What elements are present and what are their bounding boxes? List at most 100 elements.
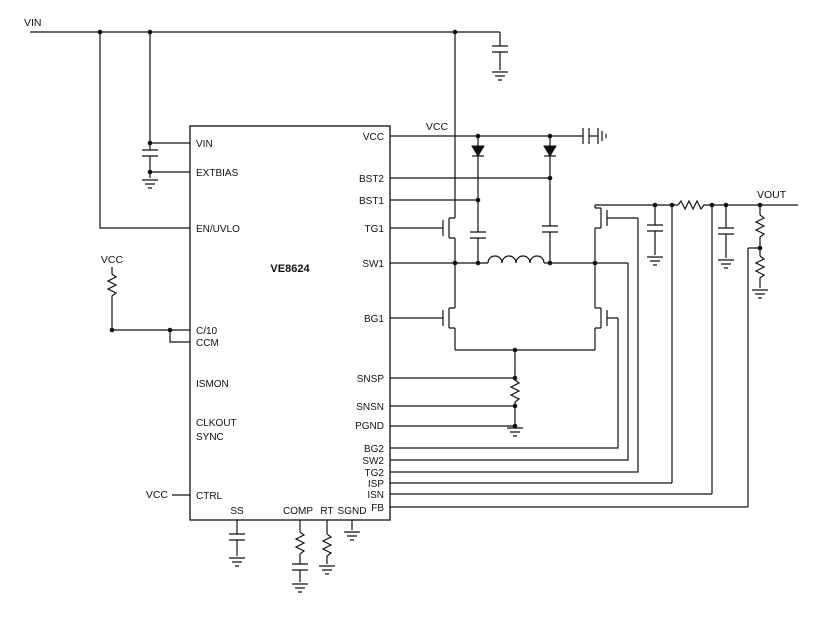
pin-label-bg2: BG2 [364, 444, 384, 455]
ground-symbol [506, 427, 524, 437]
diode [543, 145, 557, 157]
mosfet-tg2 [390, 205, 639, 473]
inductor [487, 255, 545, 264]
net-label-vin: VIN [24, 17, 42, 29]
mosfet-bg2 [390, 263, 619, 449]
sw1-sw2-net [390, 255, 629, 461]
ground-symbol [491, 71, 509, 81]
c10-ccm-wires [111, 298, 190, 343]
pin-label-sw1: SW1 [362, 259, 384, 270]
vcc-bias-network: VCC [101, 254, 190, 343]
capacitor [646, 224, 664, 232]
ground-symbol [318, 565, 336, 575]
mosfet-tg1-shape [390, 217, 456, 263]
capacitor [141, 149, 159, 157]
junction-dot [97, 29, 103, 35]
comp-network [291, 520, 309, 593]
junction-dot [452, 29, 458, 35]
net-label-vout: VOUT [757, 189, 787, 201]
ground-symbol [717, 259, 735, 269]
ground-symbol [646, 256, 664, 266]
junction-dot [547, 133, 553, 139]
sense-resistor [510, 379, 520, 405]
pin-label-sgnd: SGND [338, 506, 367, 517]
pin-label-bst2: BST2 [359, 174, 384, 185]
pin-label-clkout: CLKOUT [196, 418, 237, 429]
ground-symbol [291, 583, 309, 593]
pin-label-vcc: VCC [363, 132, 384, 143]
pin-label-ctrl: CTRL [196, 491, 223, 502]
pin-label-ss: SS [230, 506, 244, 517]
junction-dot [592, 260, 598, 266]
pin-label-pgnd: PGND [355, 421, 384, 432]
junction-dot [723, 202, 729, 208]
pin-label-en-uvlo: EN/UVLO [196, 224, 240, 235]
junction-dot [512, 423, 518, 429]
ground-symbol [343, 531, 361, 541]
junction-dot [547, 260, 553, 266]
resistor [295, 531, 305, 557]
resistor [107, 273, 117, 299]
ss-network [228, 520, 246, 567]
bst2-network [390, 136, 559, 263]
pin-label-bst1: BST1 [359, 196, 384, 207]
pin-label-ismon: ISMON [196, 379, 229, 390]
vin-decoupling-network [141, 149, 190, 189]
net-label-vcc-rail: VCC [426, 121, 449, 133]
pin-label-fb: FB [371, 503, 384, 514]
ground-symbol [228, 557, 246, 567]
pin-label-isn: ISN [367, 490, 384, 501]
pin-label-ccm: CCM [196, 338, 219, 349]
pin-label-vin: VIN [196, 139, 213, 150]
sgnd-network [343, 520, 361, 541]
isn-wire [390, 205, 713, 495]
ground-symbol [597, 127, 607, 145]
pin-label-c10: C/10 [196, 326, 218, 337]
fb-divider [390, 205, 769, 508]
capacitor [228, 533, 246, 541]
mosfet-tg2-shape [390, 205, 639, 473]
junction-dot [452, 260, 458, 266]
feedback-resistor-top [755, 214, 765, 240]
pin-label-snsn: SNSN [356, 402, 384, 413]
junction-dot [652, 202, 658, 208]
isp-isn-wires [390, 205, 713, 495]
capacitor [491, 45, 509, 53]
net-label-vcc-bias: VCC [101, 254, 124, 266]
fb-wires [390, 205, 761, 508]
capacitor [541, 225, 559, 233]
chip-name: VE8624 [270, 263, 310, 275]
sense-wires [390, 350, 516, 428]
bst1-wires [390, 136, 479, 263]
output-sense-resistor [677, 200, 707, 210]
bst1-network [390, 136, 487, 263]
extbias-wire [149, 156, 190, 178]
pin-label-sync: SYNC [196, 432, 224, 443]
pin-label-sw2: SW2 [362, 456, 384, 467]
junction-dot [512, 347, 518, 353]
ic-outline [189, 125, 391, 521]
net-label-vcc-ctrl: VCC [146, 489, 169, 501]
resistor [322, 533, 332, 559]
junction-dot [167, 327, 173, 333]
input-cap-network [491, 45, 509, 81]
junction-dot [109, 327, 115, 333]
junction-dot [147, 169, 153, 175]
bst2-wires [390, 136, 551, 263]
isp-wire [390, 205, 673, 484]
pin-label-comp: COMP [283, 506, 313, 517]
vout-rail: VOUT [595, 189, 798, 210]
ground-symbol [141, 179, 159, 189]
junction-dot [475, 260, 481, 266]
vin-rail: VIN [24, 17, 501, 229]
pin-label-isp: ISP [368, 479, 384, 490]
mosfet-bg1 [390, 263, 456, 350]
pin-label-bg1: BG1 [364, 314, 384, 325]
capacitor [582, 127, 590, 145]
capacitor [717, 227, 735, 235]
junction-dot [512, 375, 518, 381]
capacitor [291, 563, 309, 571]
capacitor [469, 231, 487, 239]
